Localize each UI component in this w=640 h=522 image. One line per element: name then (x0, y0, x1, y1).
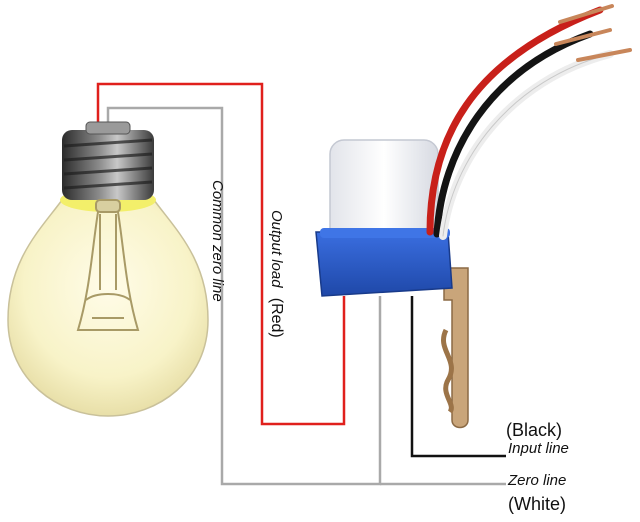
red-output-wire (96, 82, 346, 426)
photocell-switch (315, 139, 469, 429)
bulb-glass (7, 199, 209, 417)
input-color-label: (Black) (506, 420, 563, 440)
black-input-wire (410, 296, 506, 458)
bracket-twist (441, 328, 454, 414)
switch-blue-rim (320, 228, 450, 238)
bulb-filament (76, 199, 140, 331)
bulb-contact-tip (85, 121, 131, 135)
common-zero-line-label: Common zero line (209, 180, 226, 302)
copper-tip-red (558, 4, 614, 24)
switch-blue-housing (315, 231, 453, 297)
light-bulb (7, 121, 209, 417)
lead-white (439, 50, 614, 240)
switch-wire-leads (426, 4, 632, 240)
output-load-label: Output load (Red) (267, 210, 285, 338)
gray-common-zero-wire (106, 106, 382, 486)
copper-tip-white (576, 48, 632, 62)
lead-red (426, 6, 604, 236)
output-load-color: (Red) (268, 297, 285, 338)
zero-color-label: (White) (508, 494, 566, 514)
copper-tip-black (554, 28, 612, 46)
input-line-label: Input line (508, 440, 569, 457)
mounting-bracket (443, 267, 469, 429)
lead-black (433, 30, 594, 238)
zero-line-label: Zero line (508, 472, 567, 489)
output-load-text: Output load (268, 210, 285, 288)
